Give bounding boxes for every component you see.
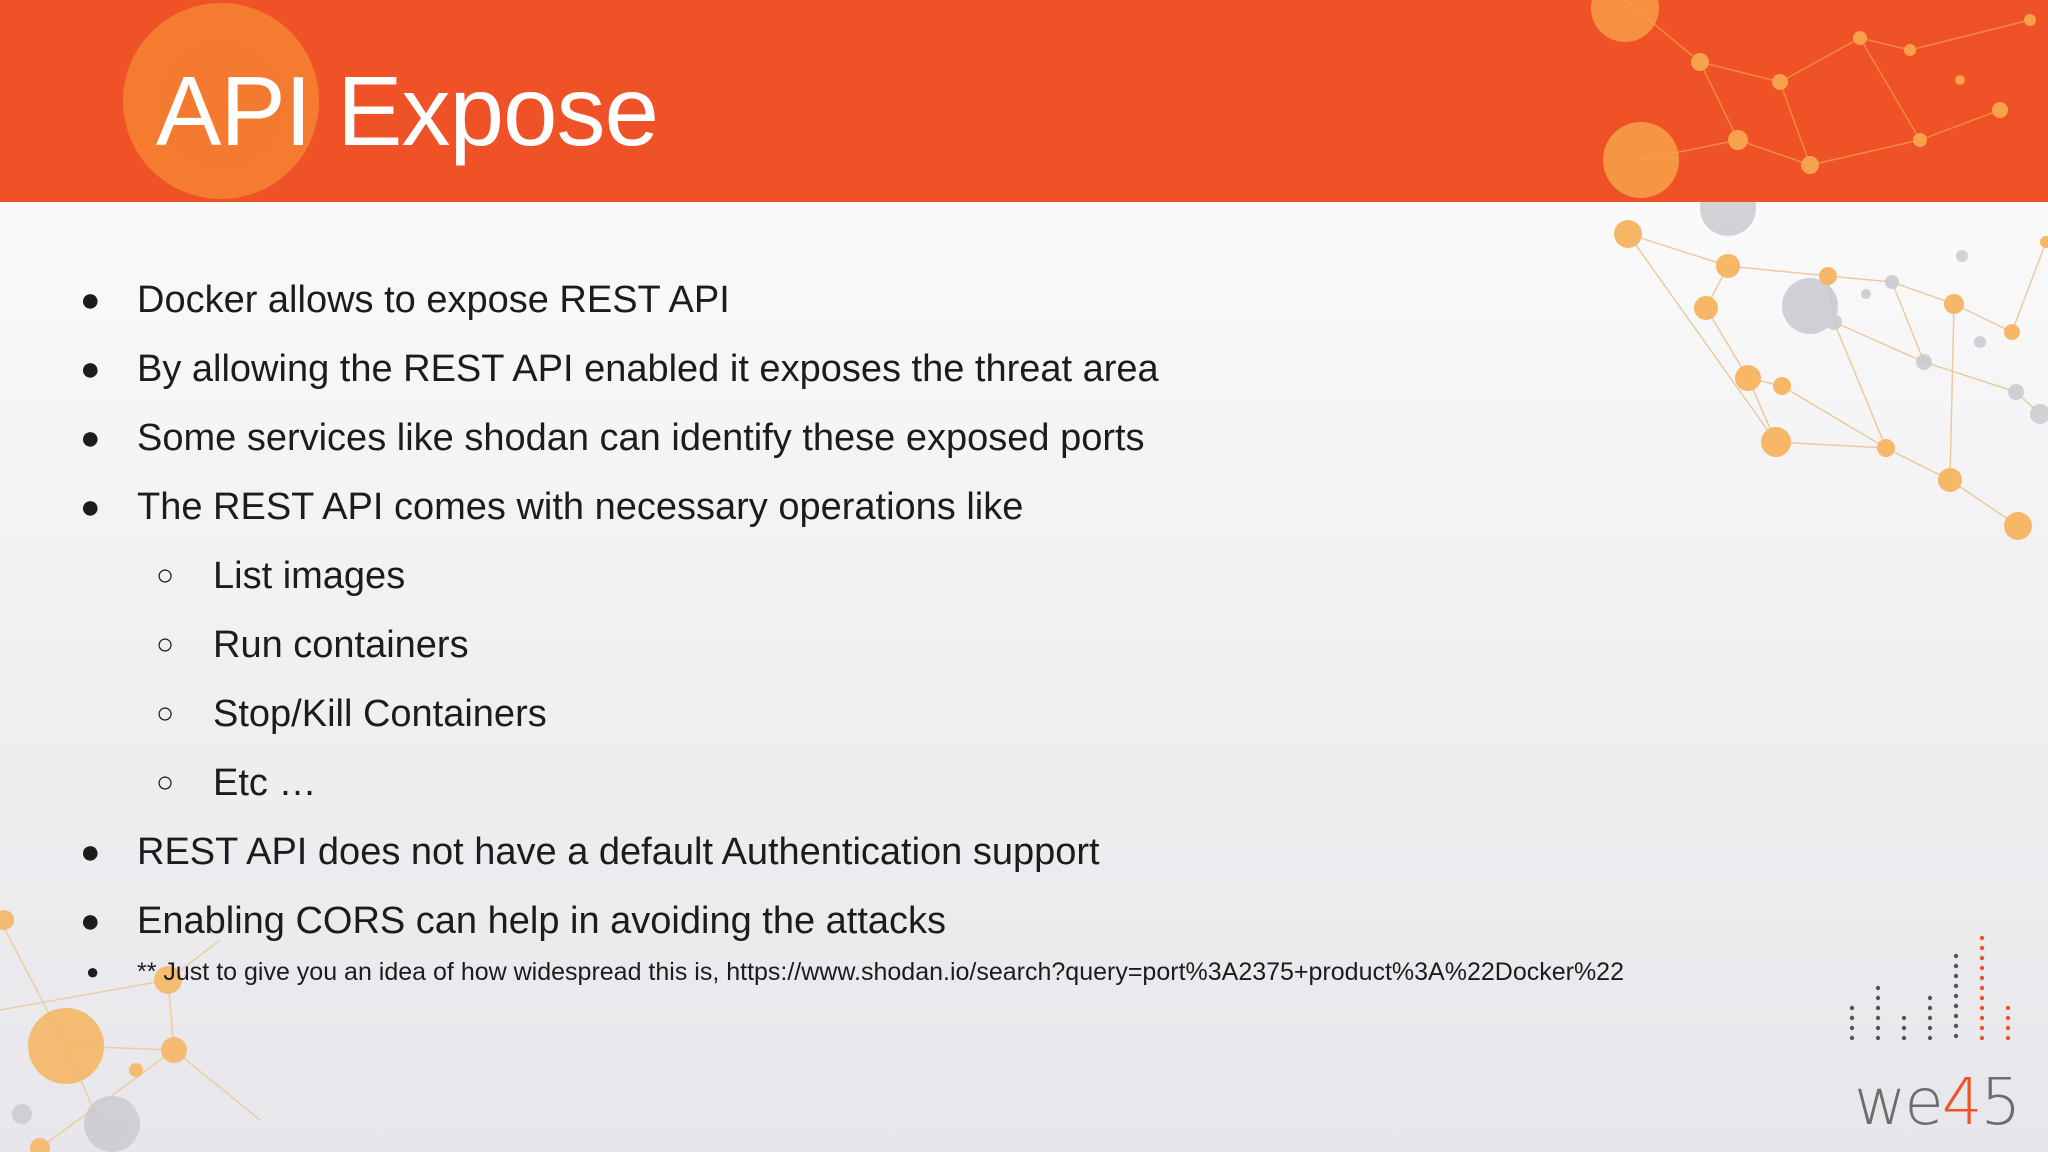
network-graph-icon bbox=[1614, 202, 2048, 540]
logo-suffix: 5 bbox=[1980, 1066, 2021, 1140]
bullet-marker: ● bbox=[80, 902, 101, 940]
sub-bullet-text: Etc … bbox=[213, 762, 317, 804]
sub-bullet-marker: ○ bbox=[156, 559, 175, 592]
bullet-marker: ● bbox=[80, 350, 101, 388]
sub-bullet-text: Stop/Kill Containers bbox=[213, 693, 547, 735]
footnote-marker: ● bbox=[86, 959, 100, 984]
bullet-marker: ● bbox=[80, 488, 101, 526]
sub-bullet-text: List images bbox=[213, 555, 406, 597]
bullet-text: The REST API comes with necessary operat… bbox=[137, 486, 1024, 528]
bullet-text: REST API does not have a default Authent… bbox=[137, 831, 1100, 873]
sub-bullet-marker: ○ bbox=[156, 766, 175, 799]
bullet-marker: ● bbox=[80, 419, 101, 457]
logo-wordmark: we45 bbox=[1854, 1066, 2021, 1140]
bullet-text: Enabling CORS can help in avoiding the a… bbox=[137, 900, 947, 942]
logo-prefix: we bbox=[1854, 1066, 1944, 1140]
logo-highlight: 4 bbox=[1941, 1066, 1983, 1140]
bullet-marker: ● bbox=[80, 833, 101, 871]
sub-bullet-marker: ○ bbox=[156, 628, 175, 661]
bullet-text: Docker allows to expose REST API bbox=[137, 279, 730, 321]
we45-logo: we45 bbox=[1840, 930, 2030, 1140]
slide-title: API Expose bbox=[156, 56, 659, 166]
equalizer-dots-logo-icon bbox=[1849, 935, 2011, 1041]
sub-bullet-marker: ○ bbox=[156, 697, 175, 730]
bullet-text: Some services like shodan can identify t… bbox=[137, 417, 1145, 459]
bullet-marker: ● bbox=[80, 281, 101, 319]
sub-bullet-text: Run containers bbox=[213, 624, 469, 666]
footnote-text: ** Just to give you an idea of how wides… bbox=[137, 958, 1624, 986]
bullet-text: By allowing the REST API enabled it expo… bbox=[137, 348, 1159, 390]
